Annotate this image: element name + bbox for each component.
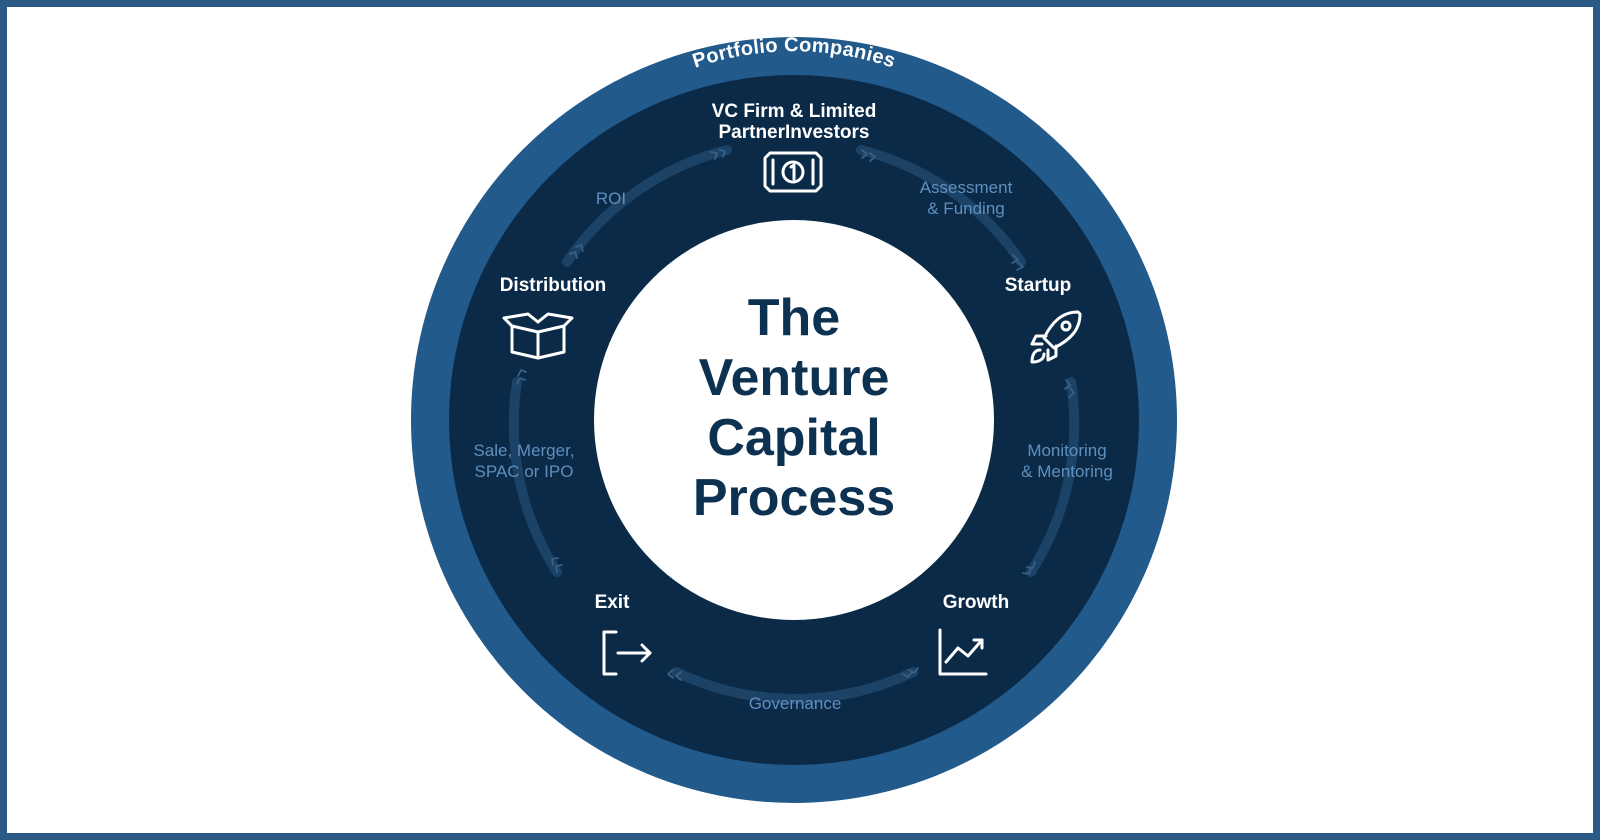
growth-chart-icon (938, 628, 988, 676)
flow-monitoring-line-1: Monitoring (1027, 441, 1106, 460)
center-circle (594, 220, 994, 620)
arc-chevron (1064, 379, 1075, 398)
arc-chevron (1022, 561, 1036, 575)
flow-sale-line-2: SPAC or IPO (475, 462, 574, 481)
center-title-line-2: Venture (699, 349, 890, 407)
flow-assessment-line-1: Assessment (920, 178, 1013, 197)
stage-distribution-title: Distribution (500, 275, 607, 296)
arc-startup-to-growth (1026, 377, 1080, 577)
arc-growth-to-exit (671, 667, 918, 704)
stage-investors-title-line-1: VC Firm & Limited (712, 101, 877, 122)
flow-monitoring-line-2: & Mentoring (1021, 462, 1113, 481)
arc-investors-to-startup (856, 145, 1026, 267)
arc-chevron (710, 149, 726, 160)
center-title-line-1: The (748, 289, 840, 347)
open-box-icon (502, 312, 574, 360)
arc-distribution-to-investors (562, 145, 732, 267)
arc-chevron (902, 667, 919, 678)
stage-investors-title-line-2: PartnerInvestors (718, 122, 869, 143)
arc-chevron (667, 669, 682, 681)
money-bill-icon (763, 151, 823, 193)
center-title-line-3: Capital (707, 409, 880, 467)
flow-arcs (508, 145, 1080, 704)
arc-chevron (551, 557, 563, 573)
arc-chevron (861, 149, 876, 162)
center-title-line-4: Process (693, 469, 895, 527)
arc-chevron (569, 244, 584, 259)
flow-sale-line-1: Sale, Merger, (473, 441, 574, 460)
arc-chevron (1011, 254, 1024, 271)
flow-assessment-line-2: & Funding (927, 199, 1005, 218)
stage-exit-title: Exit (595, 592, 631, 613)
rocket-icon (1030, 310, 1082, 364)
flow-governance: Governance (749, 694, 842, 713)
stage-startup-title: Startup (1005, 275, 1072, 296)
exit-icon (602, 630, 652, 676)
stage-growth-title: Growth (943, 592, 1010, 613)
arc-chevron (516, 369, 527, 385)
flow-roi: ROI (596, 189, 626, 208)
arc-exit-to-distribution (508, 377, 562, 577)
